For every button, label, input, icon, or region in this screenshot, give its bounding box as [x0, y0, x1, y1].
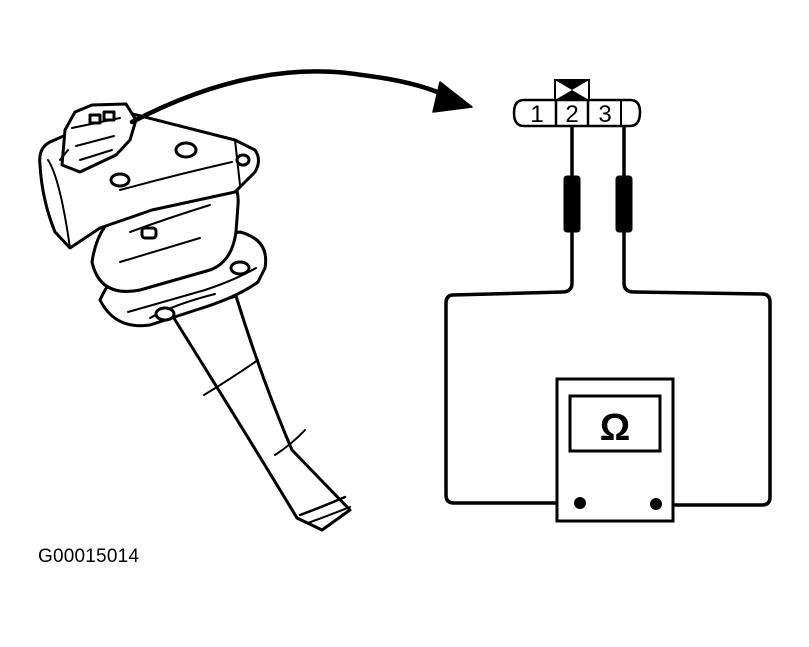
pin-label-2: 2: [565, 101, 578, 128]
ohmmeter: Ω: [555, 377, 675, 523]
test-leads: [444, 126, 772, 507]
coil-connector: [59, 102, 138, 174]
pin-label-1: 1: [530, 101, 543, 128]
lead-pin-3: [622, 126, 772, 507]
pin-label-3: 3: [598, 101, 611, 128]
connector-lock-tab: [555, 80, 589, 90]
lead-pin-2: [444, 126, 580, 505]
ignition-coil-illustration: [38, 102, 352, 532]
probe-tip-pin-3: [615, 175, 633, 233]
probe-tip-pin-2: [563, 175, 581, 233]
ohm-symbol: Ω: [600, 407, 630, 449]
coil-boot: [170, 294, 352, 532]
connector-pinout: 1 2 3: [512, 79, 642, 128]
pointer-arrow: [129, 69, 473, 125]
connector-lock-tab-lower: [555, 90, 589, 100]
ohmmeter-display: [568, 394, 662, 453]
ohmmeter-terminal-left: [574, 497, 586, 509]
figure-id-label: G00015014: [38, 546, 140, 567]
probe-tips: [563, 175, 633, 233]
ohmmeter-terminal-right: [650, 498, 662, 510]
